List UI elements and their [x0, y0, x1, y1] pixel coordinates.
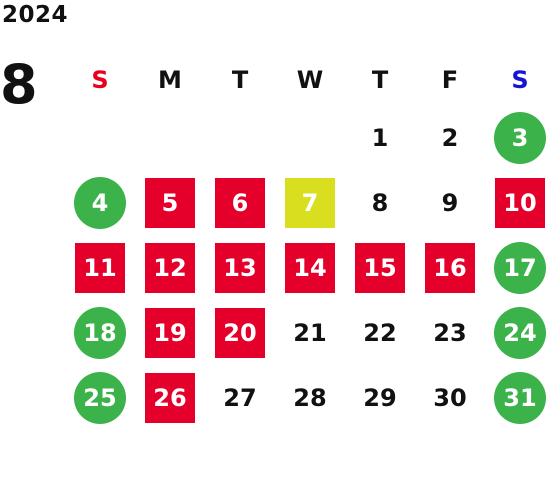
day-cell: 14	[275, 235, 345, 300]
day-cell: 9	[415, 170, 485, 235]
day-number: 30	[433, 383, 467, 412]
weekday-header: F	[441, 66, 459, 94]
day-cell: 11	[65, 235, 135, 300]
day-cell: 29	[345, 365, 415, 430]
day-number: 10	[495, 177, 545, 228]
day-cell: 18	[65, 300, 135, 365]
weekday-header: W	[296, 66, 324, 94]
day-cell: 4	[65, 170, 135, 235]
day-number: 13	[215, 242, 265, 293]
day-number: 19	[145, 307, 195, 358]
empty-day-cell	[65, 105, 135, 170]
day-cell: 1	[345, 105, 415, 170]
day-cell: 2	[415, 105, 485, 170]
day-cell: 16	[415, 235, 485, 300]
day-cell: 13	[205, 235, 275, 300]
day-number: 16	[425, 242, 475, 293]
day-cell: 21	[275, 300, 345, 365]
day-number: 6	[215, 177, 265, 228]
day-cell: 6	[205, 170, 275, 235]
day-cell: 12	[135, 235, 205, 300]
day-cell: 28	[275, 365, 345, 430]
empty-day-cell	[135, 105, 205, 170]
day-number: 27	[223, 383, 257, 412]
day-number: 23	[433, 318, 467, 347]
weekday-header: S	[91, 66, 109, 94]
day-number: 14	[285, 242, 335, 293]
day-cell: 5	[135, 170, 205, 235]
day-number: 29	[363, 383, 397, 412]
day-cell: 23	[415, 300, 485, 365]
day-cell: 20	[205, 300, 275, 365]
day-number: 17	[494, 241, 546, 294]
weekday-header: M	[158, 66, 182, 94]
day-cell: 3	[485, 105, 548, 170]
day-cell: 22	[345, 300, 415, 365]
day-cell: 7	[275, 170, 345, 235]
day-cell: 8	[345, 170, 415, 235]
day-number: 11	[75, 242, 125, 293]
day-number: 15	[355, 242, 405, 293]
day-cell: 19	[135, 300, 205, 365]
day-number: 21	[293, 318, 327, 347]
day-number: 12	[145, 242, 195, 293]
empty-day-cell	[275, 105, 345, 170]
day-number: 8	[371, 188, 389, 217]
day-cell: 24	[485, 300, 548, 365]
day-number: 25	[74, 371, 126, 424]
weekday-header: T	[231, 66, 249, 94]
day-number: 5	[145, 177, 195, 228]
day-number: 24	[494, 306, 546, 359]
calendar-year: 2024	[2, 2, 69, 28]
day-number: 7	[285, 177, 335, 228]
day-cell: 27	[205, 365, 275, 430]
calendar-month: 8	[0, 53, 38, 116]
day-number: 20	[215, 307, 265, 358]
day-number: 9	[441, 188, 459, 217]
day-number: 26	[145, 372, 195, 423]
weekday-header: S	[511, 66, 529, 94]
day-number: 1	[371, 123, 389, 152]
day-cell: 17	[485, 235, 548, 300]
day-number: 2	[441, 123, 459, 152]
day-number: 31	[494, 371, 546, 424]
day-cell: 10	[485, 170, 548, 235]
day-cell: 26	[135, 365, 205, 430]
day-number: 18	[74, 306, 126, 359]
day-number: 28	[293, 383, 327, 412]
day-number: 22	[363, 318, 397, 347]
day-cell: 31	[485, 365, 548, 430]
day-cell: 15	[345, 235, 415, 300]
empty-day-cell	[205, 105, 275, 170]
weekday-header: T	[371, 66, 389, 94]
day-number: 4	[74, 176, 126, 229]
day-number: 3	[494, 111, 546, 164]
day-cell: 30	[415, 365, 485, 430]
day-cell: 25	[65, 365, 135, 430]
